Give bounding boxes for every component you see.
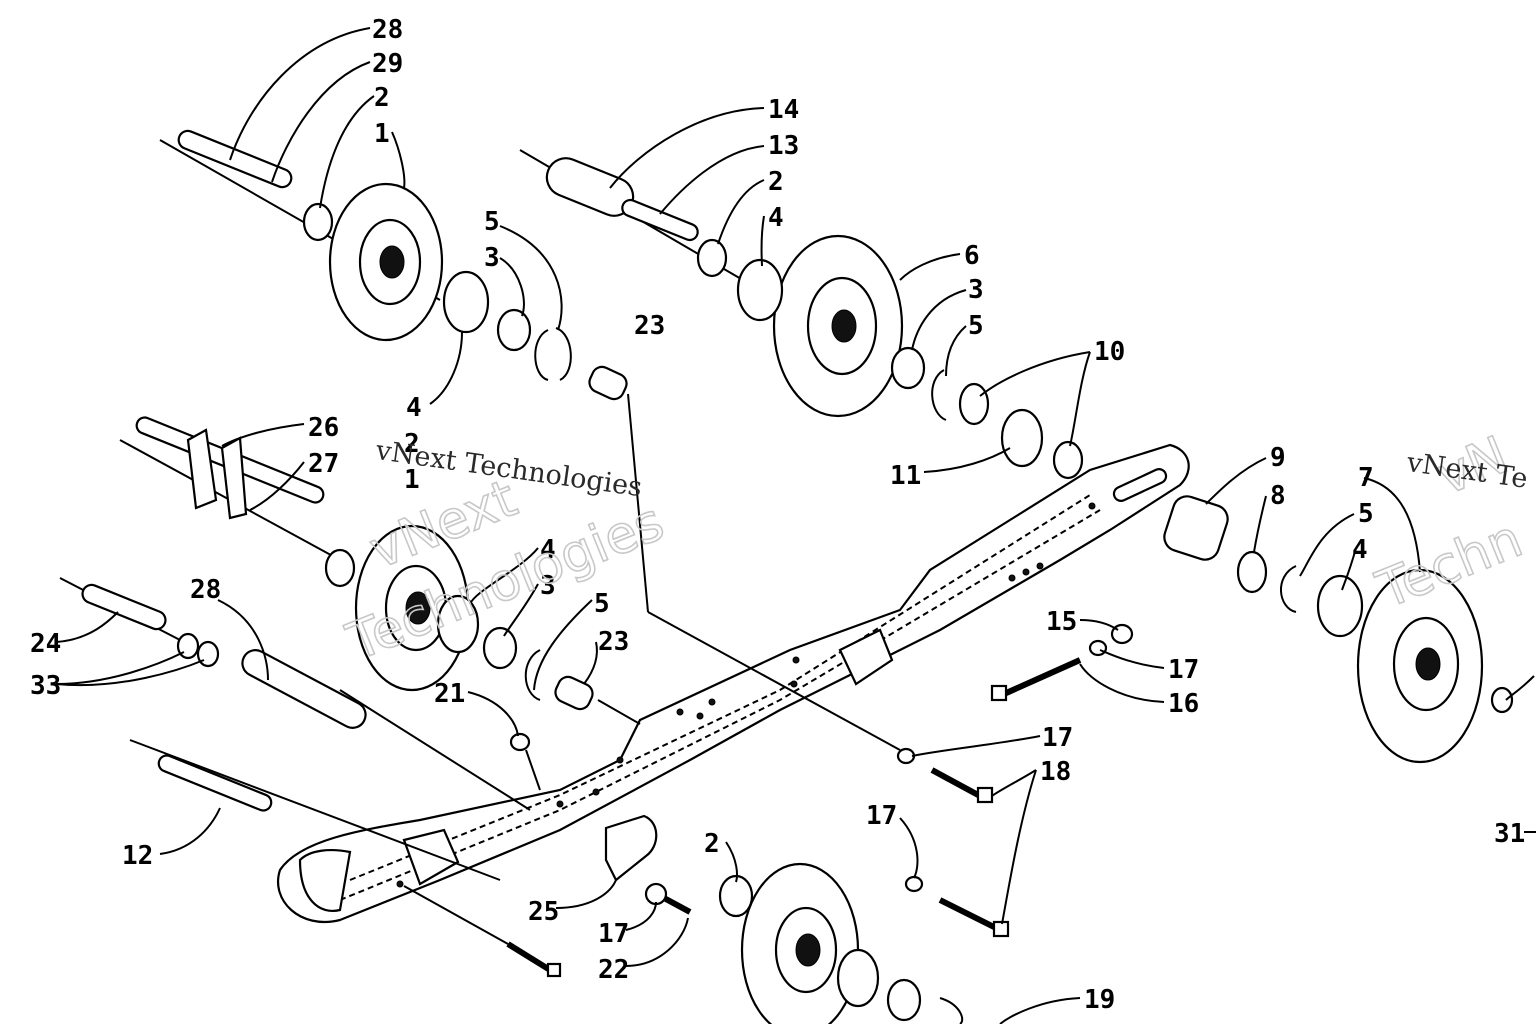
callout-15: 15 bbox=[1046, 607, 1077, 637]
callout-8: 8 bbox=[1270, 481, 1286, 511]
callout-17: 17 bbox=[598, 919, 629, 949]
callout-5: 5 bbox=[484, 207, 500, 237]
callout-33: 33 bbox=[30, 671, 61, 701]
callout-17: 17 bbox=[1168, 655, 1199, 685]
callout-25: 25 bbox=[528, 897, 559, 927]
callout-26: 26 bbox=[308, 413, 339, 443]
callout-12: 12 bbox=[122, 841, 153, 871]
frame-rail bbox=[277, 443, 1190, 923]
shafts bbox=[59, 129, 761, 881]
callout-24: 24 bbox=[30, 629, 61, 659]
leader-lines bbox=[55, 27, 1536, 1024]
small-parts bbox=[176, 202, 1514, 1024]
wheel-top-left bbox=[328, 182, 444, 342]
callout-23: 23 bbox=[598, 627, 629, 657]
callout-7: 7 bbox=[1358, 463, 1374, 493]
callout-9: 9 bbox=[1270, 443, 1286, 473]
callout-3: 3 bbox=[540, 571, 556, 601]
callout-29: 29 bbox=[372, 49, 403, 79]
callout-31: 31 bbox=[1494, 819, 1525, 849]
callout-4: 4 bbox=[540, 535, 556, 565]
callout-22: 22 bbox=[598, 955, 629, 985]
callout-28: 28 bbox=[372, 15, 403, 45]
callout-1: 1 bbox=[404, 465, 420, 495]
callout-5: 5 bbox=[968, 311, 984, 341]
wheel-right bbox=[1356, 568, 1484, 764]
callout-2: 2 bbox=[404, 429, 420, 459]
callout-5: 5 bbox=[594, 589, 610, 619]
callout-4: 4 bbox=[768, 203, 784, 233]
wheel-bottom bbox=[740, 862, 860, 1024]
watermark-right: vN Techn vNext Te bbox=[1368, 425, 1532, 622]
callout-4: 4 bbox=[406, 393, 422, 423]
callout-2: 2 bbox=[374, 83, 390, 113]
wheels bbox=[328, 182, 1484, 1024]
callout-18: 18 bbox=[1040, 757, 1071, 787]
callout-3: 3 bbox=[968, 275, 984, 305]
callout-3: 3 bbox=[484, 243, 500, 273]
callout-11: 11 bbox=[890, 461, 921, 491]
callout-2: 2 bbox=[768, 167, 784, 197]
callout-23: 23 bbox=[634, 311, 665, 341]
callout-17: 17 bbox=[866, 801, 897, 831]
callout-27: 27 bbox=[308, 449, 339, 479]
callout-2: 2 bbox=[704, 829, 720, 859]
callout-19: 19 bbox=[1084, 985, 1115, 1015]
callout-4: 4 bbox=[1352, 535, 1368, 565]
wheel-top-center bbox=[772, 234, 904, 418]
callout-28: 28 bbox=[190, 575, 221, 605]
callout-5: 5 bbox=[1358, 499, 1374, 529]
callout-17: 17 bbox=[1042, 723, 1073, 753]
callout-13: 13 bbox=[768, 131, 799, 161]
callout-1: 1 bbox=[374, 119, 390, 149]
wheel-mid-left bbox=[354, 524, 470, 692]
callout-21: 21 bbox=[434, 679, 465, 709]
callout-16: 16 bbox=[1168, 689, 1199, 719]
callout-6: 6 bbox=[964, 241, 980, 271]
callout-14: 14 bbox=[768, 95, 799, 125]
callout-10: 10 bbox=[1094, 337, 1125, 367]
callout-labels: 28 29 2 1 14 13 2 4 6 5 3 23 4 3 5 10 11… bbox=[30, 15, 1525, 1015]
